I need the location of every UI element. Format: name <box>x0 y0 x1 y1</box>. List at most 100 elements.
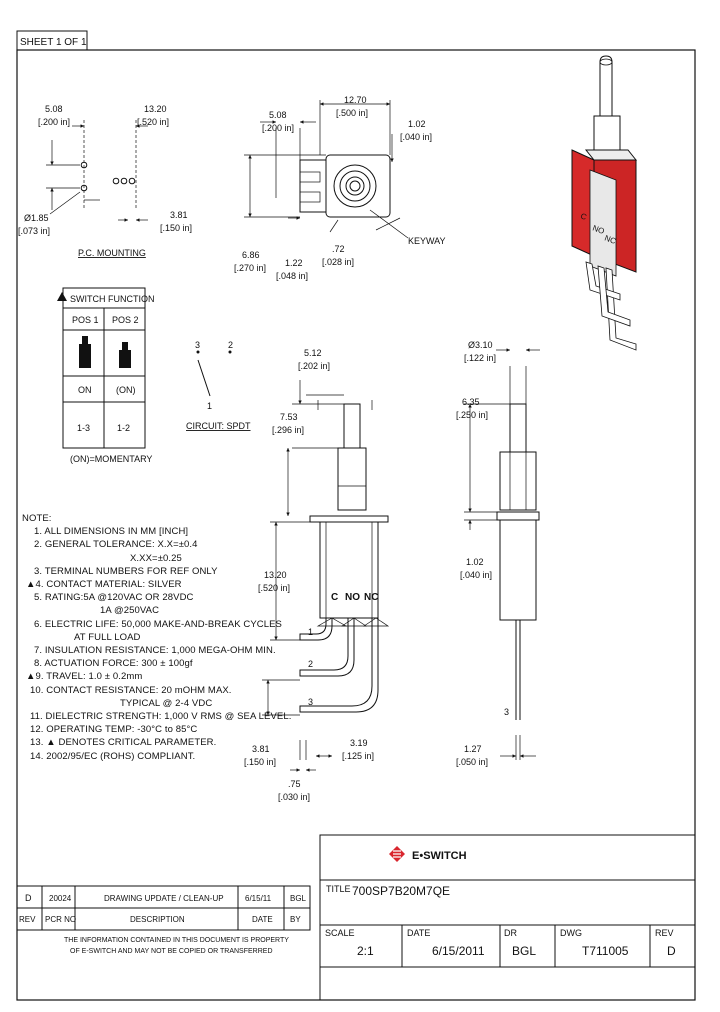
keyway-label: KEYWAY <box>408 236 446 246</box>
pc-dim-185: Ø1.85 <box>24 213 49 223</box>
top-dim-508-in: [.200 in] <box>262 123 294 133</box>
top-dim-686: 6.86 <box>242 250 260 260</box>
rev-header-rev: REV <box>19 915 36 924</box>
front-dim-1320: 13.20 <box>264 570 287 580</box>
pc-mounting-view <box>46 120 148 222</box>
switch-function-col1: POS 1 <box>72 315 99 325</box>
front-dim-319: 3.19 <box>350 738 368 748</box>
scale-label: SCALE <box>325 928 355 938</box>
top-view <box>244 100 409 239</box>
switch-function-term1: 1-3 <box>77 423 90 433</box>
critical-marker-icon: ▲ <box>26 579 36 591</box>
iso-no-label: NO <box>591 223 605 236</box>
side-dim-310: Ø3.10 <box>468 340 493 350</box>
switch-function-title: SWITCH FUNCTION <box>70 294 155 304</box>
switch-function-state2: (ON) <box>116 385 136 395</box>
pc-dim-381: 3.81 <box>170 210 188 220</box>
front-nc-label: NC <box>364 592 378 603</box>
rev-row-pcr: 20024 <box>49 894 72 903</box>
note-item: 14. 2002/95/EC (ROHS) COMPLIANT. <box>30 750 196 762</box>
note-item: 11. DIELECTRIC STRENGTH: 1,000 V RMS @ S… <box>30 711 292 723</box>
front-dim-753-in: [.296 in] <box>272 425 304 435</box>
part-number-title: 700SP7B20M7QE <box>352 884 450 898</box>
note-item: 1. ALL DIMENSIONS IN MM [INCH] <box>34 526 189 538</box>
front-dim-75-in: [.030 in] <box>278 792 310 802</box>
rev-row-rev: D <box>25 893 32 903</box>
rev-row-description: DRAWING UPDATE / CLEAN-UP <box>104 894 224 903</box>
front-view <box>262 380 390 772</box>
front-dim-1320-in: [.520 in] <box>258 583 290 593</box>
side-pin3: 3 <box>504 707 509 717</box>
iso-view <box>571 55 638 351</box>
note-item: 3. TERMINAL NUMBERS FOR REF ONLY <box>34 565 218 577</box>
proprietary-line2: OF E-SWITCH AND MAY NOT BE COPIED OR TRA… <box>70 948 273 955</box>
top-dim-102-in: [.040 in] <box>400 132 432 142</box>
pc-dim-185-in: [.073 in] <box>18 226 50 236</box>
brand-name: E•SWITCH <box>412 850 467 862</box>
note-item: 10. CONTACT RESISTANCE: 20 mOHM MAX. <box>30 684 232 696</box>
circuit-diagram <box>196 350 232 397</box>
date-label: DATE <box>407 928 430 938</box>
note-item: TYPICAL @ 2-4 VDC <box>120 697 213 709</box>
switch-function-table <box>57 287 146 449</box>
top-dim-1270-in: [.500 in] <box>336 108 368 118</box>
note-item: 12. OPERATING TEMP: -30°C to 85°C <box>30 724 198 736</box>
title-label: TITLE <box>326 884 351 894</box>
front-no-label: NO <box>345 592 360 603</box>
side-dim-102: 1.02 <box>466 557 484 567</box>
iso-c-label: C <box>579 211 588 222</box>
front-dim-512: 5.12 <box>304 348 322 358</box>
switch-function-footnote: (ON)=MOMENTARY <box>70 454 152 464</box>
front-pin3: 3 <box>308 697 313 707</box>
front-dim-75: .75 <box>288 779 301 789</box>
pc-dim-1320-in: [.520 in] <box>137 117 169 127</box>
side-dim-102-in: [.040 in] <box>460 570 492 580</box>
side-dim-635: 6.35 <box>462 397 480 407</box>
dwg-value: T711005 <box>582 944 629 958</box>
circuit-label: CIRCUIT: SPDT <box>186 421 251 431</box>
rev-row-by: BGL <box>290 894 307 903</box>
pc-mounting-label: P.C. MOUNTING <box>78 248 146 258</box>
date-value: 6/15/2011 <box>432 944 485 958</box>
rev-label: REV <box>655 928 674 938</box>
front-dim-319-in: [.125 in] <box>342 751 374 761</box>
front-pin2: 2 <box>308 659 313 669</box>
top-dim-72: .72 <box>332 244 345 254</box>
circuit-t1: 1 <box>207 401 212 411</box>
top-dim-1270: 12.70 <box>344 95 367 105</box>
iso-nc-label: NC <box>603 233 617 245</box>
critical-marker-icon: ▲ <box>26 671 36 683</box>
sheet-label: SHEET 1 OF 1 <box>20 37 87 48</box>
note-item: 5. RATING:5A @120VAC OR 28VDC <box>34 592 194 604</box>
title-block <box>319 834 696 1001</box>
dwg-label: DWG <box>560 928 582 938</box>
dr-label: DR <box>504 928 517 938</box>
side-dim-127-in: [.050 in] <box>456 757 488 767</box>
rev-header-date: DATE <box>252 915 273 924</box>
top-dim-72-in: [.028 in] <box>322 257 354 267</box>
top-dim-122: 1.22 <box>285 258 303 268</box>
circuit-t3: 3 <box>195 340 200 350</box>
note-item: 6. ELECTRIC LIFE: 50,000 MAKE-AND-BREAK … <box>34 618 282 630</box>
note-item: 1A @250VAC <box>100 605 160 617</box>
top-dim-122-in: [.048 in] <box>276 271 308 281</box>
revision-block <box>16 885 311 931</box>
front-c-label: C <box>331 592 338 603</box>
pc-dim-508: 5.08 <box>45 104 63 114</box>
front-dim-381-in: [.150 in] <box>244 757 276 767</box>
circuit-t2: 2 <box>228 340 233 350</box>
top-dim-102: 1.02 <box>408 119 426 129</box>
note-item: X.XX=±0.25 <box>130 552 182 564</box>
switch-function-state1: ON <box>78 385 92 395</box>
top-dim-686-in: [.270 in] <box>234 263 266 273</box>
note-item: 2. GENERAL TOLERANCE: X.X=±0.4 <box>34 539 198 551</box>
front-dim-753: 7.53 <box>280 412 298 422</box>
rev-header-pcr: PCR NO <box>45 915 76 924</box>
pc-dim-381-in: [.150 in] <box>160 223 192 233</box>
pc-dim-508-in: [.200 in] <box>38 117 70 127</box>
dr-value: BGL <box>512 944 536 958</box>
front-dim-512-in: [.202 in] <box>298 361 330 371</box>
side-dim-310-in: [.122 in] <box>464 353 496 363</box>
top-dim-508: 5.08 <box>269 110 287 120</box>
